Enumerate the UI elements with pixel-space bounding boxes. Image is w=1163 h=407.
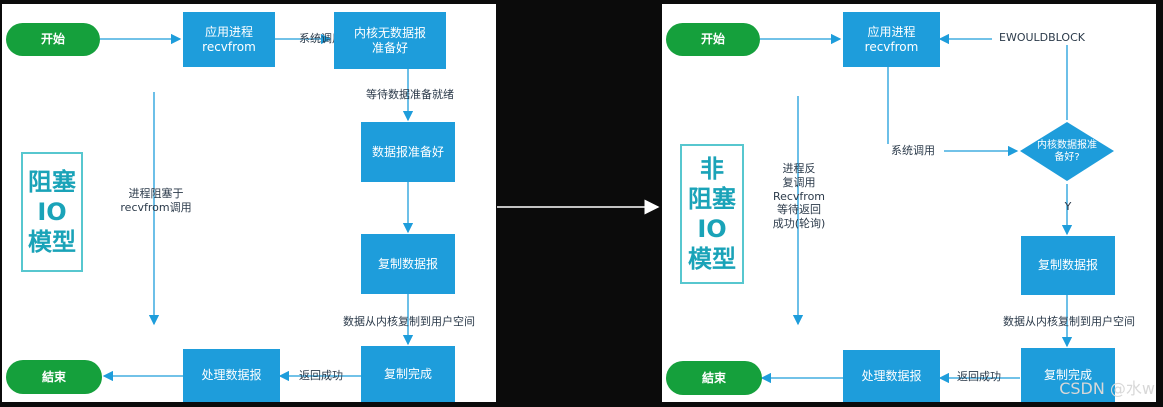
polling-label: 进程反 复调用 Recvfrom 等待返回 成功(轮询) [772, 162, 826, 230]
syscall-label: 系统调用 [882, 144, 944, 158]
process-datagram-box: 处理数据报 [843, 350, 940, 402]
blocking-io-title: 阻塞 IO 模型 [21, 152, 83, 272]
wait-ready-label: 等待数据准备就绪 [366, 88, 454, 101]
start-node: 开始 [666, 23, 760, 56]
kernel-no-data-box: 内核无数据报 准备好 [334, 12, 446, 69]
app-recvfrom-box: 应用进程 recvfrom [183, 12, 275, 67]
copy-done-box: 复制完成 [1021, 348, 1115, 402]
return-ok-label: 返回成功 [299, 369, 343, 382]
decision-text: 内核数据报准 备好? [1037, 139, 1097, 163]
copy-to-user-label: 数据从内核复制到用户空间 [1003, 315, 1135, 328]
end-node: 結束 [666, 361, 762, 395]
arrow-ewouldblock-loop [938, 33, 1068, 120]
ewouldblock-label: EWOULDBLOCK [992, 31, 1092, 45]
end-node: 結束 [6, 360, 102, 394]
blocking-io-arrows [100, 33, 414, 382]
decision-diamond-shape [1020, 122, 1114, 181]
return-ok-label: 返回成功 [957, 370, 1001, 383]
arrow-syscall-to-decision [887, 67, 1019, 157]
copy-datagram-box: 复制数据报 [361, 234, 455, 294]
datagram-ready-box: 数据报准备好 [361, 122, 455, 182]
csdn-watermark: CSDN @水w [1059, 379, 1155, 398]
nonblocking-io-panel: 开始 应用进程 recvfrom EWOULDBLOCK 系统调用 内核数据报准… [662, 4, 1156, 402]
nonblocking-io-title: 非 阻塞 IO 模型 [680, 144, 744, 284]
process-datagram-box: 处理数据报 [183, 349, 280, 402]
kernel-ready-decision: 内核数据报准 备好? [1020, 122, 1114, 181]
copy-to-user-label: 数据从内核复制到用户空间 [343, 315, 475, 328]
blocking-io-panel: 开始 应用进程 recvfrom 系统调用 内核无数据报 准备好 等待数据准备就… [2, 4, 496, 402]
syscall-label: 系统调用 [299, 32, 343, 45]
copy-done-box: 复制完成 [361, 346, 455, 402]
copy-datagram-box: 复制数据报 [1021, 236, 1115, 295]
start-node: 开始 [6, 23, 100, 56]
yes-label: Y [1064, 200, 1072, 213]
blocked-label: 进程阻塞于 recvfrom调用 [120, 187, 192, 214]
app-recvfrom-box: 应用进程 recvfrom [843, 12, 940, 67]
